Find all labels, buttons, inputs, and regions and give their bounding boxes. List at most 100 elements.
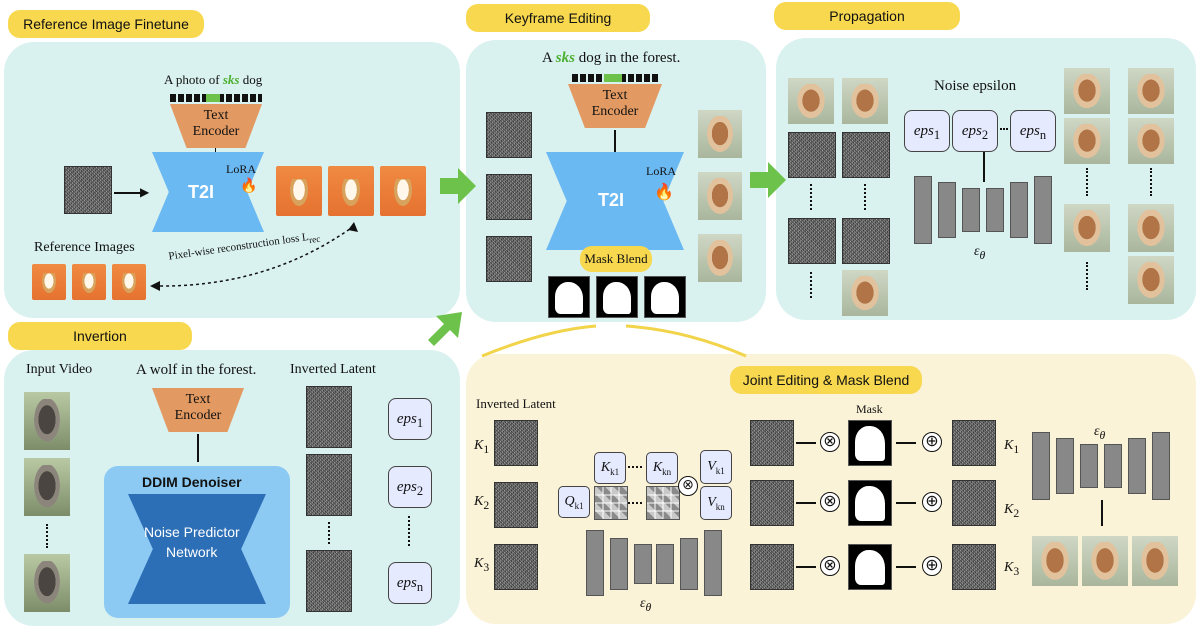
section-title-propagation: Propagation [774,2,960,30]
unet-bar [962,188,980,232]
propagation-noise-1a [788,132,836,178]
section-title-joint: Joint Editing & Mask Blend [730,366,922,394]
eps-arrow [983,152,985,182]
blend-out-2 [952,480,996,526]
arrow-icon: ▶ [140,185,150,199]
propagation-out-1a [1064,68,1110,114]
otimes-icon: ⊗ [820,556,840,576]
joint-unet2-bar [1032,432,1050,500]
v-kn-box: Vkn [700,486,732,520]
propagation-dots [810,184,814,210]
reference-t2i-label: T2I [188,182,215,202]
keyframe-output-1 [698,110,742,158]
blend-arrow [896,442,916,444]
joint-unet2-bar [1128,438,1146,494]
blend-out-3 [952,544,996,590]
joint-unet-bar [656,544,674,584]
inverted-latent-label: Inverted Latent [290,362,376,377]
joint-unet-bar [680,538,698,590]
generated-dog-1 [276,166,322,216]
inverted-noise-3 [306,550,352,612]
blend-mask-1 [848,420,892,466]
joint-unet2-bar [1080,444,1098,488]
fire-icon: 🔥 [240,179,258,194]
otimes-icon: ⊗ [820,492,840,512]
fire-icon: 🔥 [654,184,674,201]
reference-prompt: A photo of sks dog [164,72,263,87]
reference-dog-2 [72,264,106,300]
attention-map-2 [646,486,680,520]
inv-eps-dots [408,516,412,546]
inv-eps-1: eps1 [388,398,432,440]
propagation-dots [1086,168,1090,196]
propagation-out-3a [1064,204,1110,252]
attention-map-1 [594,486,628,520]
unet-bar [1010,182,1028,238]
blend-k1: K1 [1004,438,1020,456]
sks-token: sks [222,72,240,87]
input-dots [46,524,50,548]
q-box: Qk1 [558,486,590,518]
inverted-dots [328,522,332,544]
propagation-dots [864,184,868,210]
propagation-noise-1b [842,132,890,178]
propagation-out-3b [1128,204,1174,252]
keyframe-mask-2 [596,276,638,318]
keyframe-encoder-arrow [614,130,616,152]
joint-unet2-bar [1104,444,1122,488]
unet-bar [914,176,932,244]
blend-noise-1 [750,420,794,466]
invertion-prompt: A wolf in the forest. [136,362,257,378]
joint-output-3 [1132,536,1178,586]
propagation-dots [1150,168,1154,196]
joint-k2: K2 [474,494,490,512]
input-frame-1 [24,392,70,450]
keyframe-mask-3 [644,276,686,318]
propagation-dots [1086,262,1090,290]
joint-latent-3 [494,544,538,590]
encoder-arrow [215,148,216,154]
joint-unet2-bar [1152,432,1170,500]
input-frame-3 [24,554,70,612]
reference-lora-label: LoRA [226,162,256,176]
propagation-frame-1b [842,78,888,124]
joint-output-1 [1032,536,1078,586]
generated-dog-3 [380,166,426,216]
keyframe-noise-3 [486,236,532,282]
joint-unet-bar [610,538,628,590]
prop-eps-theta: εθ [974,244,986,262]
blend-arrow [796,566,816,568]
blend-mask-3 [848,544,892,590]
blend-noise-3 [750,544,794,590]
propagation-out-2a [1064,118,1110,164]
joint-eps-theta: εθ [640,596,652,614]
joint-unet2-bar [1056,438,1074,494]
otimes-icon: ⊗ [678,476,698,496]
joint-unet-bar [704,530,722,596]
keyframe-t2i-model [546,152,684,250]
propagation-noise-2b [842,218,890,264]
joint-out-arrow [1101,500,1103,526]
invertion-encoder-arrow [197,434,199,462]
keyframe-output-3 [698,234,742,282]
net-label-1: Noise Predictor [144,524,240,540]
section-title-keyframe: Keyframe Editing [466,4,650,32]
input-video-label: Input Video [26,362,93,377]
joint-k1: K1 [474,438,490,456]
propagation-out-4b [1128,256,1174,304]
keyframe-token-green [604,74,622,82]
blend-noise-2 [750,480,794,526]
reference-noise-latent [64,166,112,214]
oplus-icon: ⊕ [922,556,942,576]
arrow-icon [750,162,786,198]
blend-k2: K2 [1004,502,1020,520]
blend-arrow [896,502,916,504]
input-frame-2 [24,458,70,516]
reference-dog-3 [112,264,146,300]
net-label-2: Network [166,544,218,560]
prop-eps-n: epsn [1010,110,1056,152]
blend-k3: K3 [1004,560,1020,578]
oplus-icon: ⊕ [922,492,942,512]
